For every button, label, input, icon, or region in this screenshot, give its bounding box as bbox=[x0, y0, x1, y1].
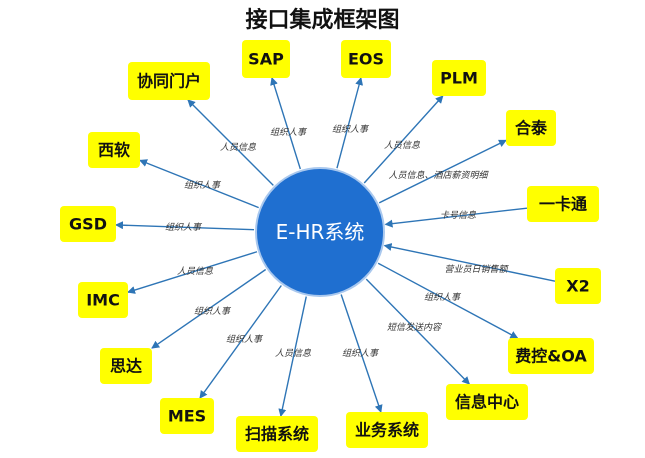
edge-x2 bbox=[383, 243, 556, 282]
node-label-eos: EOS bbox=[348, 50, 384, 69]
node-label-sida: 思达 bbox=[110, 357, 142, 376]
node-label-feikong: 费控&OA bbox=[515, 347, 587, 366]
node-box-eos[interactable] bbox=[341, 40, 391, 78]
hub-circle[interactable] bbox=[255, 167, 385, 297]
node-label-imc: IMC bbox=[86, 291, 120, 310]
edge-yikatong bbox=[384, 207, 528, 228]
node-label-gsd: GSD bbox=[69, 215, 107, 234]
node-gsd[interactable]: GSD bbox=[60, 206, 116, 242]
node-imc[interactable]: IMC bbox=[78, 282, 128, 318]
edge-yewu bbox=[340, 294, 383, 413]
node-label-yewu: 业务系统 bbox=[355, 421, 419, 440]
node-yewu[interactable]: 业务系统 bbox=[346, 412, 428, 448]
edge-plm bbox=[363, 95, 444, 184]
node-xinxi[interactable]: 信息中心 bbox=[446, 384, 528, 420]
diagram-title: 接口集成框架图 bbox=[245, 8, 400, 33]
edge-label-xinxi: 短信发送内容 bbox=[387, 322, 442, 333]
edge-label-xietong: 人员信息 bbox=[220, 142, 256, 153]
node-label-xiruan: 西软 bbox=[98, 141, 130, 160]
edge-gsd bbox=[115, 221, 255, 231]
hub-label: E-HR系统 bbox=[276, 220, 365, 244]
edge-label-xiruan: 组织人事 bbox=[184, 180, 222, 191]
edge-label-saomiao: 人员信息 bbox=[275, 348, 311, 359]
edge-label-yewu: 组织人事 bbox=[342, 348, 380, 359]
node-box-feikong[interactable] bbox=[508, 338, 594, 374]
node-label-sap: SAP bbox=[248, 50, 284, 69]
node-box-xiruan[interactable] bbox=[88, 132, 140, 168]
node-box-yikatong[interactable] bbox=[527, 186, 599, 222]
edge-sap bbox=[270, 77, 302, 170]
edge-feikong bbox=[377, 262, 519, 339]
node-sida[interactable]: 思达 bbox=[100, 348, 152, 384]
node-box-imc[interactable] bbox=[78, 282, 128, 318]
node-label-xinxi: 信息中心 bbox=[455, 393, 519, 412]
node-yikatong[interactable]: 一卡通 bbox=[527, 186, 599, 222]
hub-layer: E-HR系统 bbox=[255, 167, 385, 297]
node-feikong[interactable]: 费控&OA bbox=[508, 338, 594, 374]
node-plm[interactable]: PLM bbox=[432, 60, 486, 96]
edge-label-eos: 组织人事 bbox=[332, 124, 370, 135]
node-box-mes[interactable] bbox=[160, 398, 214, 434]
node-sap[interactable]: SAP bbox=[242, 40, 290, 78]
edge-label-sap: 组织人事 bbox=[270, 127, 308, 138]
node-box-plm[interactable] bbox=[432, 60, 486, 96]
node-xiruan[interactable]: 西软 bbox=[88, 132, 140, 168]
node-box-xinxi[interactable] bbox=[446, 384, 528, 420]
node-label-hetai: 合泰 bbox=[515, 119, 548, 138]
node-mes[interactable]: MES bbox=[160, 398, 214, 434]
edge-eos bbox=[336, 77, 364, 169]
node-box-gsd[interactable] bbox=[60, 206, 116, 242]
node-box-sap[interactable] bbox=[242, 40, 290, 78]
edge-label-hetai: 人员信息、酒店薪资明细 bbox=[388, 170, 489, 181]
edge-label-mes: 组织人事 bbox=[226, 334, 264, 345]
edge-imc bbox=[127, 251, 258, 294]
node-box-xietong[interactable] bbox=[128, 62, 210, 100]
edges-layer: 组织人事组织人事人员信息人员信息、酒店薪资明细卡号信息营业员日销售额组织人事短信… bbox=[115, 77, 556, 417]
edge-xiruan bbox=[139, 159, 259, 209]
edge-xietong bbox=[187, 99, 274, 186]
node-xietong[interactable]: 协同门户 bbox=[128, 62, 210, 100]
node-label-saomiao: 扫描系统 bbox=[245, 425, 309, 444]
node-label-plm: PLM bbox=[440, 69, 478, 88]
node-label-x2: X2 bbox=[566, 277, 589, 296]
node-eos[interactable]: EOS bbox=[341, 40, 391, 78]
edge-saomiao bbox=[278, 296, 307, 417]
node-hetai[interactable]: 合泰 bbox=[506, 110, 556, 146]
node-box-x2[interactable] bbox=[555, 268, 601, 304]
node-label-yikatong: 一卡通 bbox=[539, 195, 587, 214]
edge-sida bbox=[151, 268, 267, 349]
edge-mes bbox=[199, 285, 282, 399]
edge-label-imc: 人员信息 bbox=[177, 266, 213, 277]
edge-label-yikatong: 卡号信息 bbox=[440, 210, 476, 221]
edge-label-sida: 组织人事 bbox=[194, 306, 232, 317]
edge-label-plm: 人员信息 bbox=[384, 140, 420, 151]
edge-label-gsd: 组织人事 bbox=[165, 222, 203, 233]
node-x2[interactable]: X2 bbox=[555, 268, 601, 304]
node-box-hetai[interactable] bbox=[506, 110, 556, 146]
edge-xinxi bbox=[365, 278, 471, 385]
edge-hetai bbox=[378, 139, 507, 204]
node-label-xietong: 协同门户 bbox=[137, 72, 201, 91]
node-box-saomiao[interactable] bbox=[236, 416, 318, 452]
node-box-yewu[interactable] bbox=[346, 412, 428, 448]
node-label-mes: MES bbox=[168, 407, 206, 426]
edge-label-feikong: 组织人事 bbox=[424, 292, 462, 303]
edge-label-x2: 营业员日销售额 bbox=[444, 264, 509, 275]
node-saomiao[interactable]: 扫描系统 bbox=[236, 416, 318, 452]
node-box-sida[interactable] bbox=[100, 348, 152, 384]
